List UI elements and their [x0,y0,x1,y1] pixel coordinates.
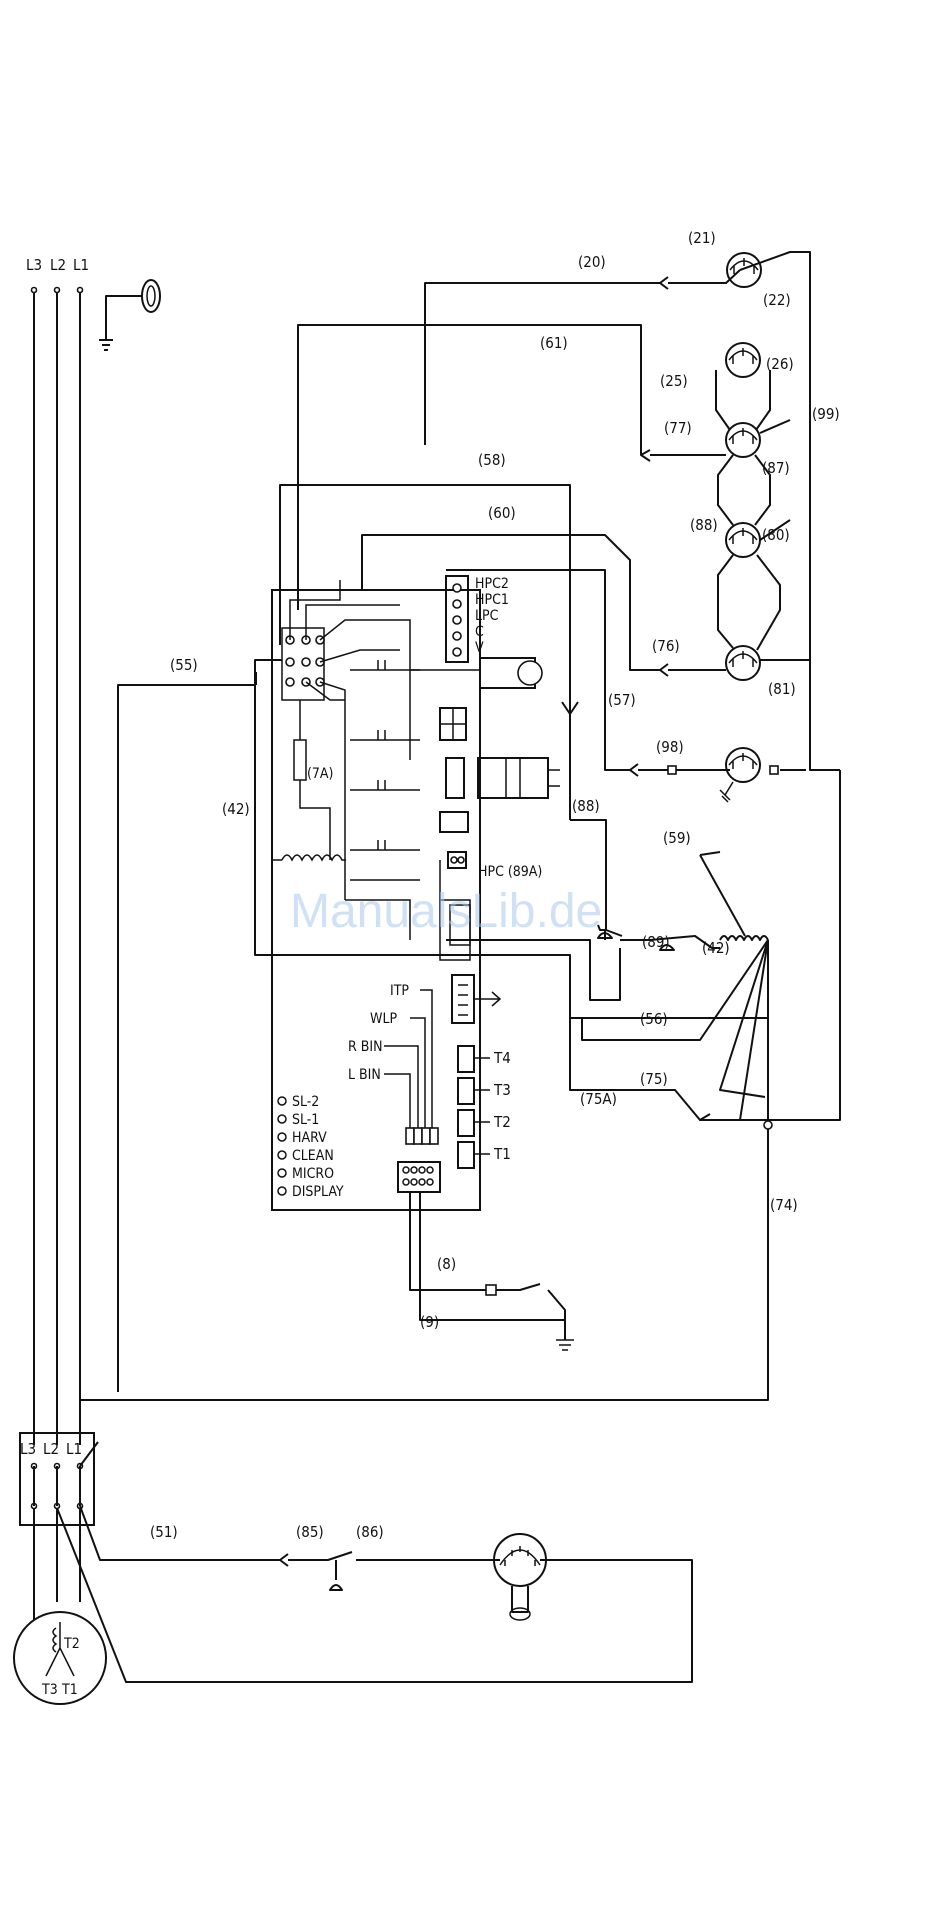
wire-label-61: (61) [540,334,568,352]
led-sl1: SL-1 [292,1112,319,1128]
motor-76-icon [726,646,760,680]
wire-label-20: (20) [578,253,606,271]
wire-label-57: (57) [608,691,636,709]
wire-label-76: (76) [652,637,680,655]
sensor-r-bin: R BIN [348,1039,383,1055]
input-c: C [475,624,484,640]
phase-label-l3: L3 [26,256,42,274]
motor-21-icon [727,253,761,287]
wire-label-86: (86) [356,1523,384,1541]
led-sl2: SL-2 [292,1094,319,1110]
sensor-wlp: WLP [370,1011,397,1027]
input-lpc: LPC [475,608,499,624]
hpc-89a-label: HPC (89A) [478,864,542,880]
terminal-t1: T1 [493,1145,511,1163]
wire-label-56: (56) [640,1010,668,1028]
fan-motor-icon [494,1534,546,1620]
wire-label-77: (77) [664,419,692,437]
input-hpc1: HPC1 [475,592,509,608]
wire-label-42-left: (42) [222,800,250,818]
wire-label-8: (8) [437,1255,456,1273]
watermark: ManualsLib.de [290,885,602,938]
led-display: DISPLAY [292,1184,344,1200]
wire-label-9: (9) [420,1313,439,1331]
terminal-t2: T2 [493,1113,511,1131]
terminal-t4: T4 [493,1049,511,1067]
wire-label-80: (80) [762,526,790,544]
wire-label-55: (55) [170,656,198,674]
wire-label-74: (74) [770,1196,798,1214]
motor-98-icon [720,748,760,802]
wire-label-88-top: (88) [690,516,718,534]
wire-label-87: (87) [762,459,790,477]
phase-label-l2: L2 [50,256,66,274]
contactor-label-l2: L2 [43,1440,59,1458]
led-clean: CLEAN [292,1148,334,1164]
wire-label-81: (81) [768,680,796,698]
motor-26-icon [716,343,770,430]
sensor-itp: ITP [390,983,409,999]
contactor-label-l3: L3 [20,1440,36,1458]
power-supply: L3 L2 L1 [26,256,160,1445]
motor-label-t1: T1 [61,1682,78,1698]
wire-label-26: (26) [766,355,794,373]
phase-label-l1: L1 [73,256,89,274]
wire-label-25: (25) [660,372,688,390]
wire-label-59: (59) [663,829,691,847]
status-leds: SL-2 SL-1 HARV CLEAN MICRO DISPLAY [278,1094,344,1200]
motor-label-t3: T3 [41,1682,58,1698]
wire-label-75a: (75A) [580,1090,617,1108]
wire-label-58: (58) [478,451,506,469]
wire-label-60: (60) [488,504,516,522]
input-hpc2: HPC2 [475,576,509,592]
led-micro: MICRO [292,1166,334,1182]
wire-label-22: (22) [763,291,791,309]
wire-label-88: (88) [572,797,600,815]
wire-label-21: (21) [688,229,716,247]
contactor-label-l1: L1 [66,1440,82,1458]
wire-label-99: (99) [812,405,840,423]
ground-lug-icon [99,280,160,350]
wire-label-85: (85) [296,1523,324,1541]
sensor-l-bin: L BIN [348,1067,381,1083]
wire-label-7a: (7A) [307,766,333,782]
wire-label-75: (75) [640,1070,668,1088]
wire-label-98: (98) [656,738,684,756]
input-v: V [475,640,484,656]
wire-label-51: (51) [150,1523,178,1541]
terminal-t3: T3 [493,1081,511,1099]
motor-label-t2: T2 [63,1636,80,1652]
wire-label-42-right: (42) [702,939,730,957]
led-harv: HARV [292,1130,327,1146]
wire-label-89: (89) [642,933,670,951]
